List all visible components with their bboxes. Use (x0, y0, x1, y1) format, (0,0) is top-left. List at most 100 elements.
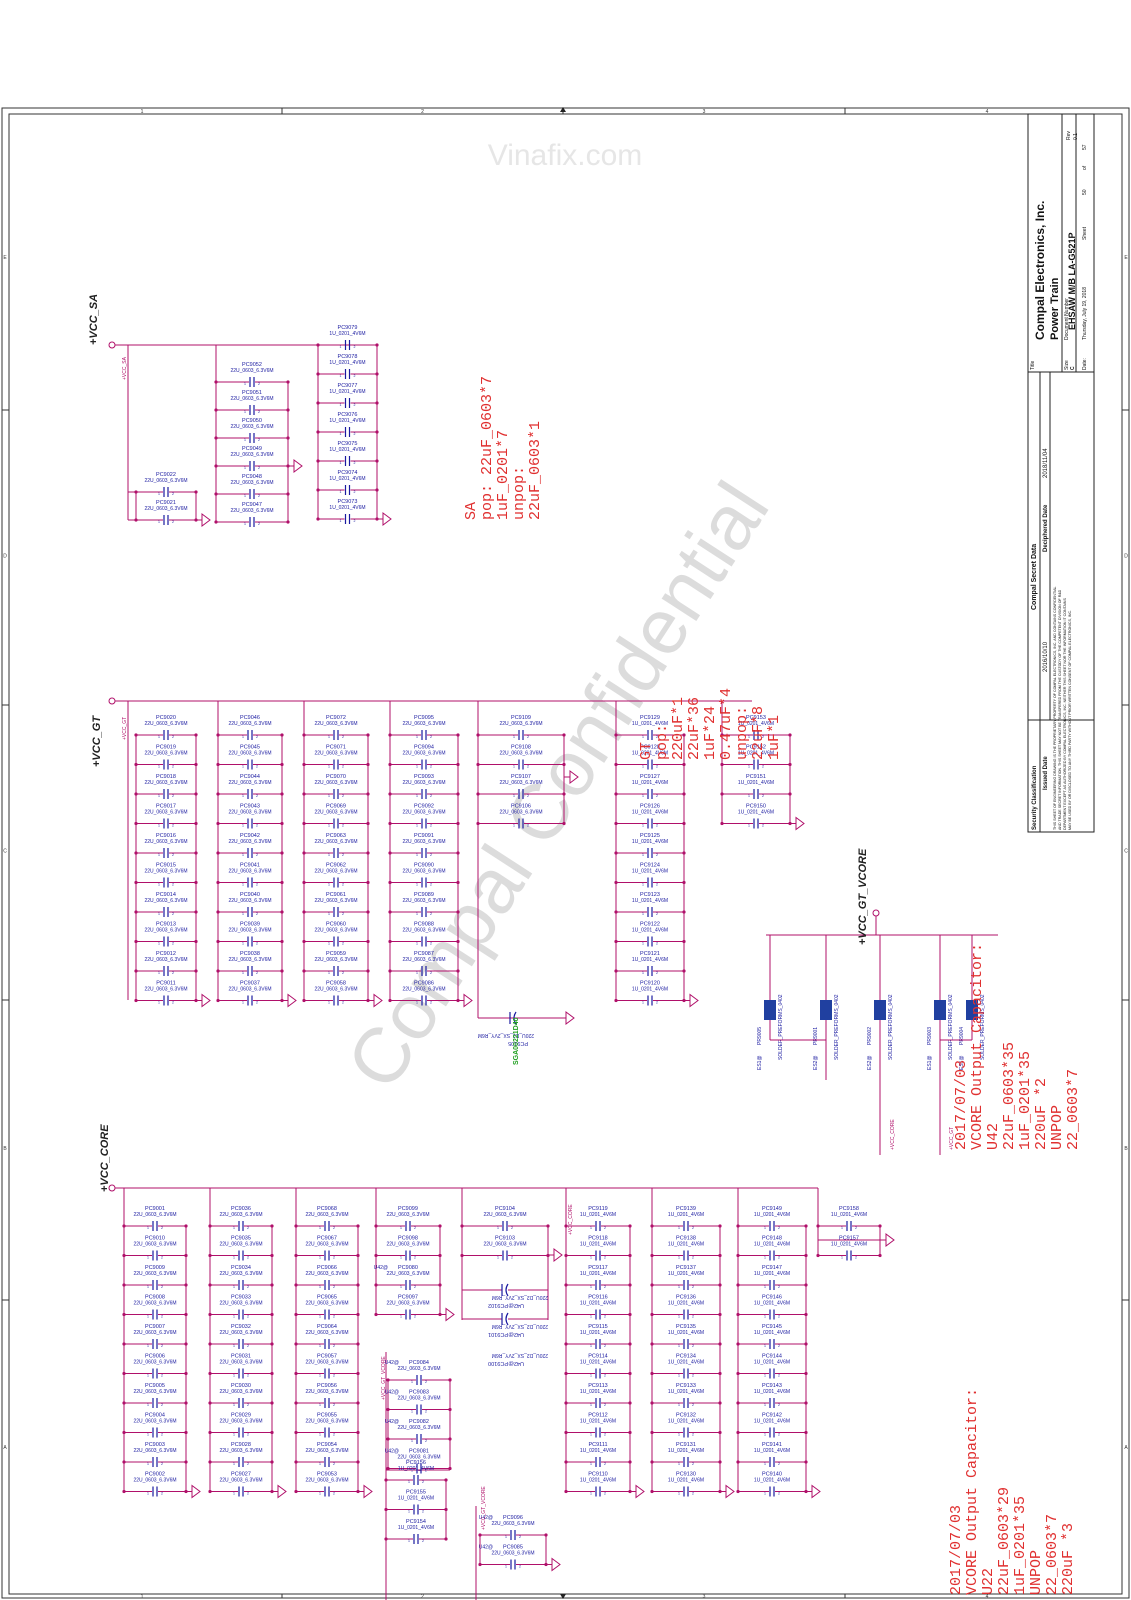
pin-number: 2 (247, 1226, 249, 1230)
junction-dot (804, 1312, 808, 1317)
junction-dot (375, 459, 379, 463)
junction-dot (614, 969, 618, 973)
junction-dot (216, 733, 220, 737)
junction-dot (788, 733, 792, 737)
junction-dot (316, 430, 320, 434)
pin-number: 1 (244, 494, 246, 498)
junction-dot (134, 939, 138, 944)
cap-value: 22U_0603_6.3V6M (133, 1212, 176, 1218)
pin-number: 1 (416, 853, 418, 857)
cap-refdes: PC9011 (156, 981, 175, 987)
note-line: unpop: (734, 706, 751, 760)
title-block-border (1027, 113, 1095, 833)
cap-refdes: PC9001 (145, 1206, 165, 1212)
junction-dot (614, 821, 618, 826)
pin-number: 1 (400, 1226, 402, 1230)
junction-dot (388, 910, 392, 914)
cap-refdes: PC9149 (762, 1206, 782, 1212)
ground-symbol (635, 1484, 645, 1499)
cap-refdes: PC9106 (511, 804, 531, 810)
cap-value: 1U_0201_4V6M (754, 1419, 790, 1425)
cap-value: 1U_0201_4V6M (329, 389, 365, 395)
cap-refdes: PC9142 (762, 1413, 782, 1419)
junction-dot (804, 1283, 808, 1287)
pin-number: 1 (328, 1001, 330, 1005)
junction-dot (718, 1371, 722, 1376)
pin-number: 1 (328, 765, 330, 769)
junction-dot (302, 910, 306, 914)
pin-number: 2 (161, 1462, 163, 1466)
pin-number: 2 (342, 794, 344, 798)
cap-value: 1U_0201_4V6M (668, 1360, 704, 1366)
junction-dot (302, 969, 306, 973)
junction-dot (194, 969, 198, 973)
junction-dot (302, 733, 306, 737)
zone-row-label: C (3, 849, 7, 855)
junction-dot (448, 1407, 452, 1412)
pin-number: 1 (233, 1403, 235, 1407)
junction-dot (718, 1401, 722, 1405)
junction-dot (122, 1283, 126, 1287)
cap-refdes: PC9034 (231, 1265, 251, 1271)
pin-number: 2 (778, 1403, 780, 1407)
pin-number: 2 (256, 735, 258, 739)
cap-value: 1U_0201_4V6M (668, 1301, 704, 1307)
cap-refdes: PC9158 (839, 1206, 859, 1212)
junction-dot (294, 1253, 298, 1258)
cap-value: 1U_0201_4V6M (329, 418, 365, 424)
junction-dot (294, 1283, 298, 1287)
cap-refdes: PC9131 (676, 1442, 696, 1448)
junction-dot (280, 733, 284, 737)
pin-number: 2 (172, 853, 174, 857)
junction-dot (302, 880, 306, 885)
pin-number: 1 (590, 1315, 592, 1319)
pin-number: 1 (411, 1380, 413, 1384)
junction-dot (374, 1283, 378, 1287)
pin-number: 2 (256, 971, 258, 975)
cap-refdes: PC9156 (406, 1460, 426, 1466)
junction-dot (280, 762, 284, 767)
junction-dot (386, 1437, 390, 1441)
cap-value: 1U_0201_4V6M (668, 1212, 704, 1218)
pin-number: 2 (519, 1535, 521, 1539)
tb-disclaimer: MAY BE USED BY OR DISCLOSED TO ANY THIRD… (1068, 610, 1072, 830)
cap-value: 22U_0603_6.3V6M (219, 1242, 262, 1248)
junction-dot (356, 1224, 360, 1228)
option-tag: U42@ (374, 1265, 388, 1271)
cap-refdes: PC9116 (588, 1295, 607, 1301)
cap-refdes: PC9006 (145, 1354, 165, 1360)
cap-value: 1U_0201_4V6M (738, 751, 774, 757)
junction-dot (564, 1430, 568, 1435)
pin-number: 2 (333, 1433, 335, 1437)
pin-number: 2 (256, 883, 258, 887)
junction-dot (650, 1371, 654, 1376)
part-number-label: SGA00221D40 (513, 1017, 520, 1065)
pin-number: 2 (430, 765, 432, 769)
pin-number: 1 (147, 1226, 149, 1230)
tb-title: Power Train (1049, 277, 1061, 340)
pin-number: 1 (233, 1226, 235, 1230)
cap-refdes: PC9147 (762, 1265, 782, 1271)
cap-refdes: PC9015 (156, 863, 176, 869)
cap-value: 22U_0603_6.3V6M (219, 1360, 262, 1366)
pin-number: 1 (678, 1433, 680, 1437)
pin-number: 2 (604, 1226, 606, 1230)
pin-number: 1 (233, 1492, 235, 1496)
pin-number: 1 (416, 735, 418, 739)
cap-refdes: PC9043 (240, 804, 260, 810)
ground-symbol (811, 1484, 821, 1499)
cap-value: 22U_0603_6.3V6M (397, 1396, 440, 1402)
junction-dot (682, 851, 686, 855)
pin-number: 2 (527, 765, 529, 769)
pin-number: 2 (354, 345, 356, 349)
